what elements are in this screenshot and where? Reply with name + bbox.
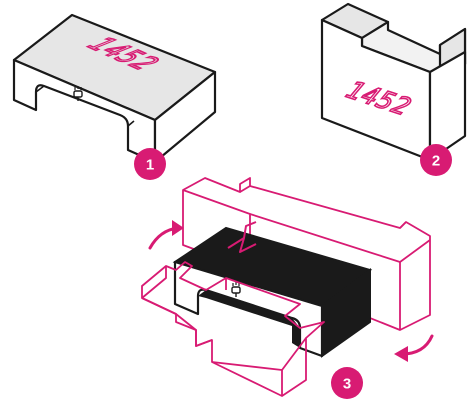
- step-2-badge: [420, 144, 452, 176]
- step-2-device: 1452 2: [320, 2, 467, 176]
- step-3-badge-label: 3: [343, 376, 351, 393]
- device-arch-inner: [35, 85, 135, 127]
- device-side-face-2: [428, 50, 467, 162]
- ghost-digit-mark: [227, 221, 257, 253]
- step-2-badge-label: 2: [432, 153, 440, 170]
- ghost-cradle-outline: [141, 261, 325, 397]
- device-end-face: [153, 70, 217, 164]
- step-3-badge: [331, 367, 363, 399]
- step-3-assembly: 3: [141, 177, 434, 399]
- rotate-arrow-icon: [148, 220, 184, 250]
- power-plug-icon: [73, 86, 83, 101]
- rotate-arrow-icon-2: [394, 334, 434, 362]
- step-1-badge: [134, 148, 166, 180]
- step-1-device: 1452 1: [12, 13, 217, 180]
- dark-device: [172, 226, 373, 358]
- step-1-badge-label: 1: [146, 157, 154, 174]
